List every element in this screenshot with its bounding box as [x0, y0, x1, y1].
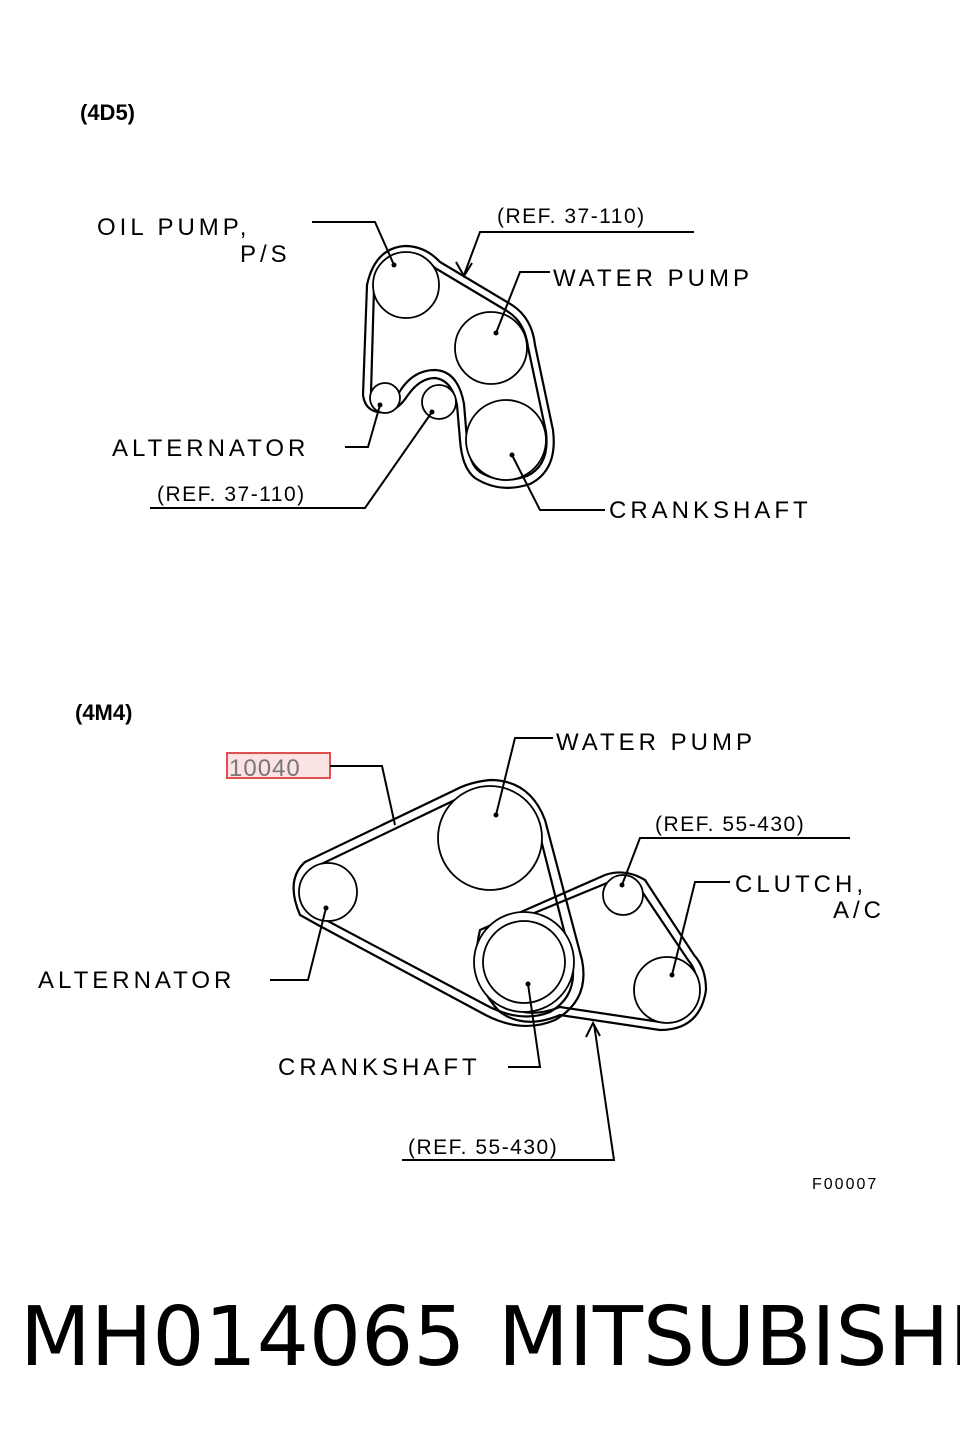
- ref-label-4m4-lower: (REF. 55-430): [408, 1136, 558, 1159]
- part-callout-number[interactable]: 10040: [229, 755, 301, 782]
- ref-label-4d5-upper: (REF. 37-110): [497, 205, 646, 228]
- brand-name: MITSUBISHI: [498, 1290, 960, 1385]
- alternator-pulley-4d5: [369, 382, 401, 414]
- crankshaft-label-4d5: CRANKSHAFT: [609, 497, 812, 524]
- ps-label: P/S: [240, 241, 291, 268]
- idler-pulley-4d5: [421, 384, 457, 420]
- leader-lines-4m4: [270, 737, 850, 1161]
- part-number: MH014065: [20, 1290, 465, 1385]
- figure-code: F00007: [812, 1176, 878, 1193]
- water-pump-pulley-4m4: [437, 785, 543, 891]
- engine-label-4d5: (4D5): [80, 100, 135, 125]
- oil-pump-pulley-4d5: [372, 251, 440, 319]
- water-pump-pulley-4d5: [454, 311, 528, 385]
- ac-clutch-pulley-4m4: [633, 956, 701, 1024]
- alternator-pulley-4m4: [298, 862, 358, 922]
- alternator-label-4m4: ALTERNATOR: [38, 967, 235, 994]
- water-pump-label-4m4: WATER PUMP: [556, 729, 756, 756]
- part-callout-box[interactable]: [226, 752, 331, 779]
- engine-label-4m4: (4M4): [75, 700, 132, 725]
- ac-label: A/C: [833, 897, 885, 924]
- leader-lines-4d5: [150, 221, 694, 511]
- oil-pump-label: OIL PUMP,: [97, 214, 250, 241]
- idler-pulley-4m4: [602, 874, 644, 916]
- water-pump-label-4d5: WATER PUMP: [553, 265, 753, 292]
- ref-label-4d5-lower: (REF. 37-110): [157, 483, 306, 506]
- crankshaft-pulley-inner-4m4: [482, 920, 566, 1004]
- crankshaft-pulley-4d5: [465, 399, 547, 481]
- ref-label-4m4-upper: (REF. 55-430): [655, 813, 805, 836]
- clutch-label: CLUTCH,: [735, 871, 867, 898]
- alternator-label-4d5: ALTERNATOR: [112, 435, 309, 462]
- crankshaft-label-4m4: CRANKSHAFT: [278, 1054, 481, 1081]
